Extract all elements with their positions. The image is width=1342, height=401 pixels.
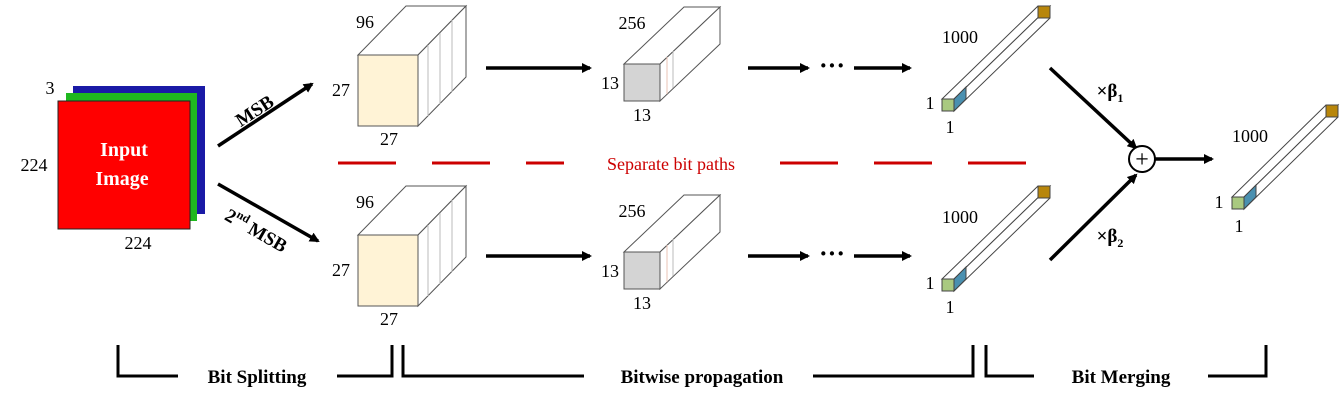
ellipsis-bottom: ··· <box>819 239 845 268</box>
layer1-bottom-width: 27 <box>380 309 398 329</box>
input-channels-label: 3 <box>46 78 55 98</box>
layer1-bottom-height: 27 <box>332 260 350 280</box>
fc-top-vector: 1000 1 1 <box>926 4 1052 137</box>
layer1-top-height: 27 <box>332 80 350 100</box>
beta1-arrow <box>1048 66 1138 150</box>
msb-label: MSB <box>232 91 278 131</box>
layer2-bottom-depth: 256 <box>619 201 646 221</box>
input-label-line1: Input <box>100 139 148 161</box>
beta2-label: ×β2 <box>1097 226 1124 250</box>
msb-arrow <box>217 82 314 148</box>
beta1-label: ×β1 <box>1097 81 1124 105</box>
fc-top-length: 1000 <box>942 27 978 47</box>
split-arrows: MSB 2ndMSB <box>217 82 320 258</box>
layer1-top-depth: 96 <box>356 12 374 32</box>
beta2-arrow <box>1048 173 1138 262</box>
ellipsis-top: ··· <box>819 51 845 80</box>
bitwise-propagation-bracket: Bitwise propagation <box>401 345 975 388</box>
sum-symbol: + <box>1135 147 1149 173</box>
input-height-label: 224 <box>21 155 48 175</box>
output-length: 1000 <box>1232 126 1268 146</box>
layer1-top-cuboid: 96 27 27 <box>332 4 468 149</box>
bit-splitting-bracket: Bit Splitting <box>116 345 394 388</box>
ellipsis-arrows: ··· ··· <box>748 51 912 268</box>
layer1-bottom-cuboid: 96 27 27 <box>332 184 468 329</box>
bit-merging-label: Bit Merging <box>1072 367 1171 388</box>
bitwise-propagation-label: Bitwise propagation <box>621 367 784 388</box>
layer2-bottom-height: 13 <box>601 261 619 281</box>
layer2-top-height: 13 <box>601 73 619 93</box>
merge-section: ×β1 ×β2 + <box>1048 66 1214 262</box>
input-red-channel <box>57 100 191 230</box>
input-label-line2: Image <box>95 168 148 190</box>
fc-top-width: 1 <box>946 117 955 137</box>
output-width: 1 <box>1235 216 1244 236</box>
fc-bottom-height: 1 <box>926 273 935 293</box>
layer2-top-cuboid: 256 13 13 <box>601 5 722 125</box>
layer2-top-width: 13 <box>633 105 651 125</box>
second-msb-label: 2ndMSB <box>221 203 292 258</box>
input-image-stack: Input Image 3 224 224 <box>21 78 205 253</box>
bit-merging-bracket: Bit Merging <box>984 345 1268 388</box>
output-height: 1 <box>1215 192 1224 212</box>
fc-bottom-width: 1 <box>946 297 955 317</box>
layer2-bottom-width: 13 <box>633 293 651 313</box>
fc-bottom-length: 1000 <box>942 207 978 227</box>
layer1-top-width: 27 <box>380 129 398 149</box>
input-width-label: 224 <box>125 233 152 253</box>
layer2-top-depth: 256 <box>619 13 646 33</box>
separator: Separate bit paths <box>338 154 1038 174</box>
output-vector: 1000 1 1 <box>1215 103 1340 236</box>
fc-top-height: 1 <box>926 93 935 113</box>
layer1-bottom-depth: 96 <box>356 192 374 212</box>
stage-brackets: Bit Splitting Bitwise propagation Bit Me… <box>116 345 1268 388</box>
separator-label: Separate bit paths <box>607 154 735 174</box>
second-msb-arrow <box>217 182 320 243</box>
layer2-bottom-cuboid: 256 13 13 <box>601 193 722 313</box>
bit-splitting-label: Bit Splitting <box>208 367 307 388</box>
fc-bottom-vector: 1000 1 1 <box>926 184 1052 317</box>
